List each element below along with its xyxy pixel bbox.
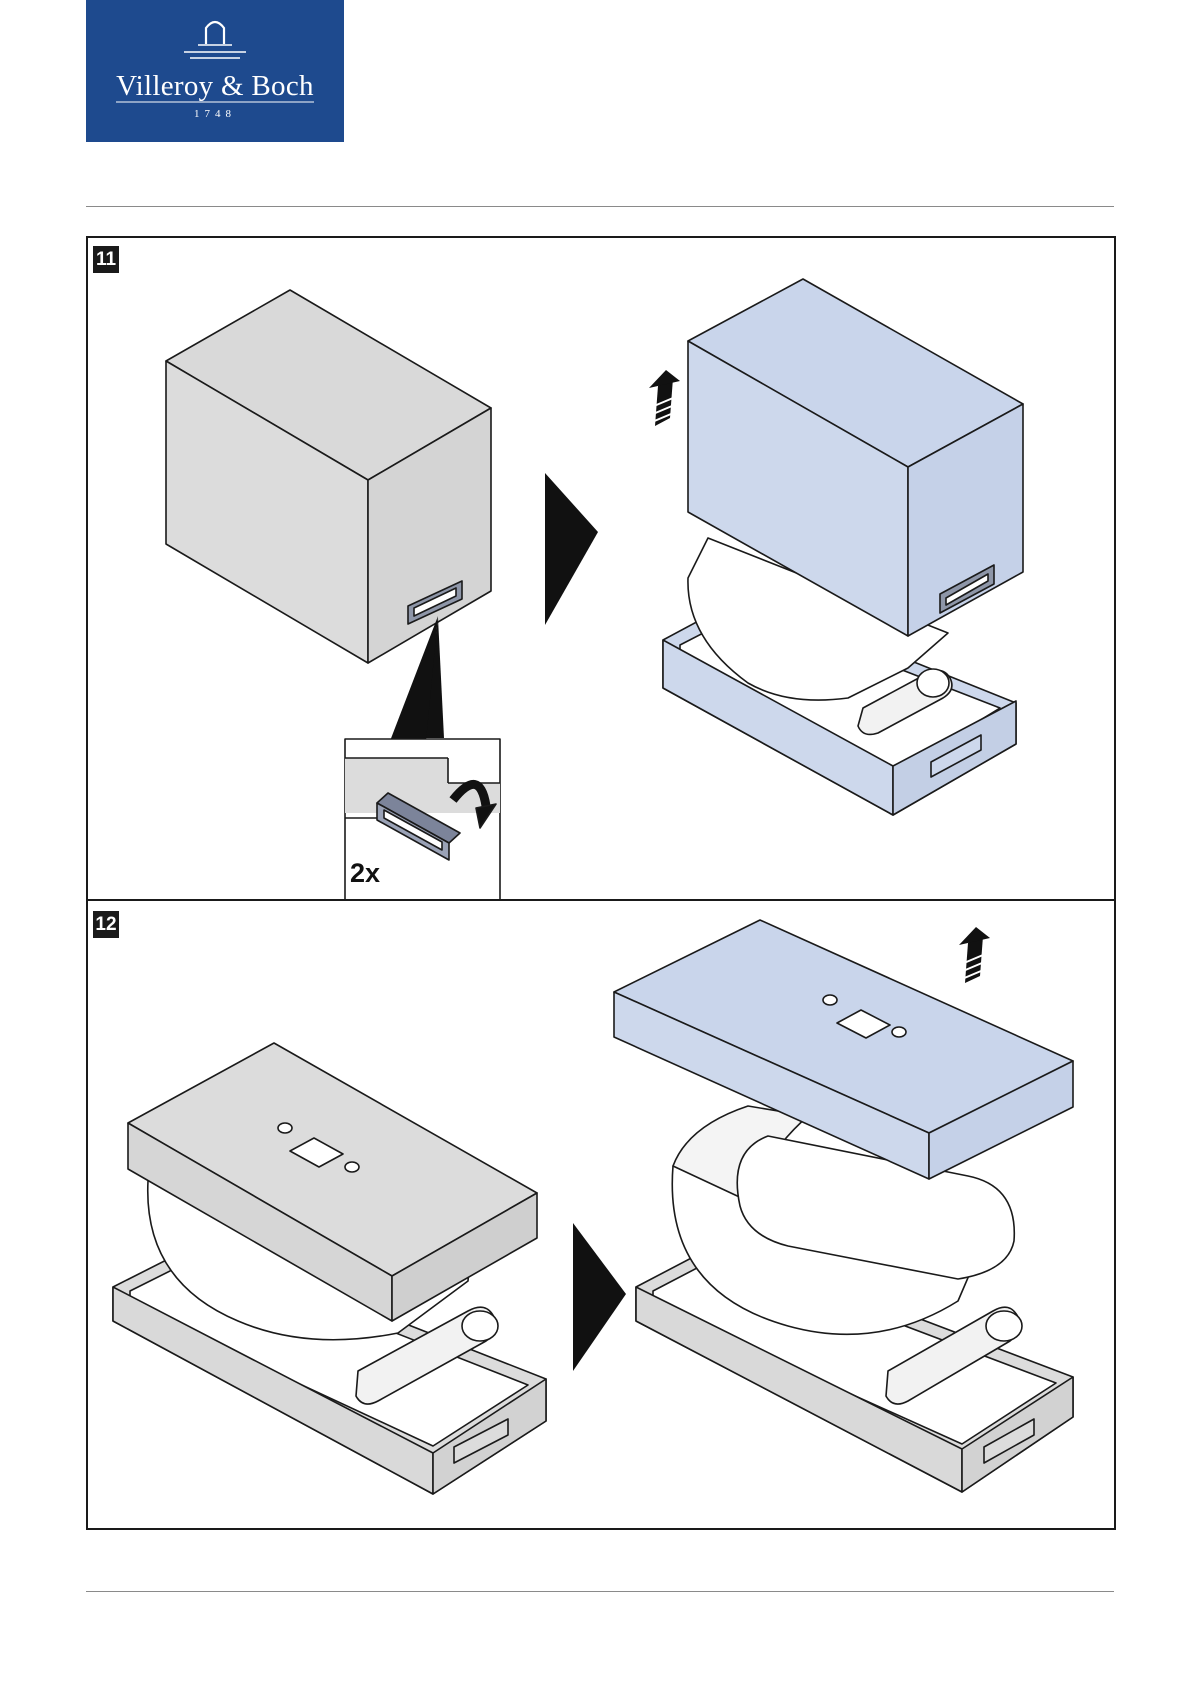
logo-year: 1748 <box>86 108 344 120</box>
logo-name: Villeroy & Boch <box>86 70 344 103</box>
lift-arrow-icon <box>649 370 680 430</box>
header-divider <box>86 206 1114 207</box>
footer-divider <box>86 1591 1114 1592</box>
repeat-count: 2x <box>350 858 380 889</box>
lifted-lid <box>614 920 1073 1179</box>
arrow-right-icon <box>545 473 598 625</box>
lift-arrow-icon <box>959 927 990 987</box>
step-panel-12: 12 <box>86 899 1116 1530</box>
brand-logo: Villeroy & Boch 1748 <box>86 0 344 142</box>
arrow-right-icon <box>573 1223 626 1371</box>
step-panel-11: 11 <box>86 236 1116 903</box>
step-12-illustration <box>88 901 1114 1528</box>
step-11-illustration <box>88 238 1114 901</box>
